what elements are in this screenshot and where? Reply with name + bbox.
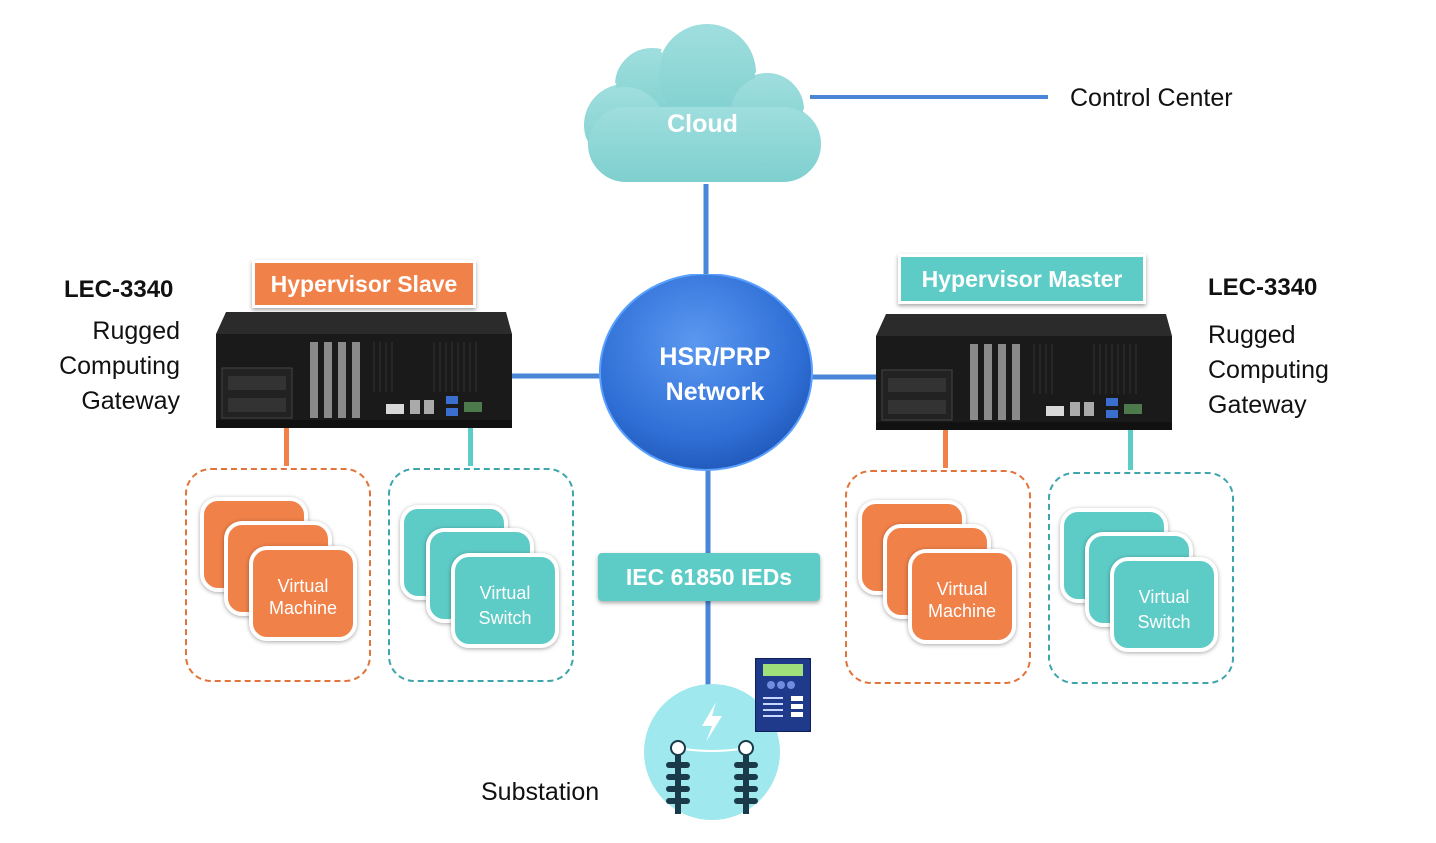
network-sphere-icon bbox=[599, 274, 813, 471]
right-vm-card-front: Virtual Machine bbox=[908, 549, 1016, 644]
relay-device-icon bbox=[755, 658, 811, 732]
right-desc-line3: Gateway bbox=[1208, 391, 1307, 419]
substation-label: Substation bbox=[481, 778, 600, 806]
network-label-line1: HSR/PRP bbox=[659, 343, 771, 371]
left-model-label: LEC-3340 bbox=[64, 276, 174, 303]
lightning-icon bbox=[702, 702, 722, 742]
network-label-line2: Network bbox=[665, 378, 765, 406]
right-model-label: LEC-3340 bbox=[1208, 274, 1318, 301]
right-vs-group bbox=[1048, 472, 1234, 684]
right-vm-connector bbox=[943, 430, 948, 468]
cloud-icon bbox=[582, 22, 823, 184]
control-center-label: Control Center bbox=[1070, 84, 1233, 112]
hypervisor-master-tag: Hypervisor Master bbox=[898, 254, 1146, 304]
right-desc-line1: Rugged bbox=[1208, 321, 1296, 349]
right-vm-label-line2: Machine bbox=[927, 601, 997, 621]
left-vs-connector bbox=[468, 428, 473, 466]
hypervisor-slave-tag: Hypervisor Slave bbox=[252, 260, 476, 308]
right-vm-group bbox=[845, 470, 1031, 684]
right-desc-line2: Computing bbox=[1208, 356, 1329, 384]
right-vs-connector bbox=[1128, 430, 1133, 470]
left-vm-connector bbox=[284, 428, 289, 466]
insulator-icon bbox=[666, 754, 690, 814]
left-vm-label-line1: Virtual bbox=[277, 576, 329, 596]
left-desc-line3: Gateway bbox=[81, 387, 180, 415]
left-vs-label-line2: Switch bbox=[478, 608, 532, 628]
left-vs-label-line1: Virtual bbox=[479, 583, 531, 603]
cloud-label: Cloud bbox=[667, 110, 738, 138]
left-vm-card-front: Virtual Machine bbox=[249, 546, 357, 641]
right-server-icon bbox=[876, 314, 1172, 430]
left-server-icon bbox=[216, 312, 512, 428]
right-vs-label-line2: Switch bbox=[1137, 612, 1191, 632]
left-vm-group bbox=[185, 468, 371, 682]
right-vm-label-line1: Virtual bbox=[936, 579, 988, 599]
right-vs-label-line1: Virtual bbox=[1138, 587, 1190, 607]
left-desc-line2: Computing bbox=[59, 352, 180, 380]
right-vs-card-front: Virtual Switch bbox=[1110, 557, 1218, 652]
left-desc-line1: Rugged bbox=[92, 317, 180, 345]
left-vm-label-line2: Machine bbox=[268, 598, 338, 618]
left-vs-group bbox=[388, 468, 574, 682]
left-vs-card-front: Virtual Switch bbox=[451, 553, 559, 648]
substation-icon bbox=[644, 684, 780, 820]
ieds-tag: IEC 61850 IEDs bbox=[598, 553, 820, 601]
